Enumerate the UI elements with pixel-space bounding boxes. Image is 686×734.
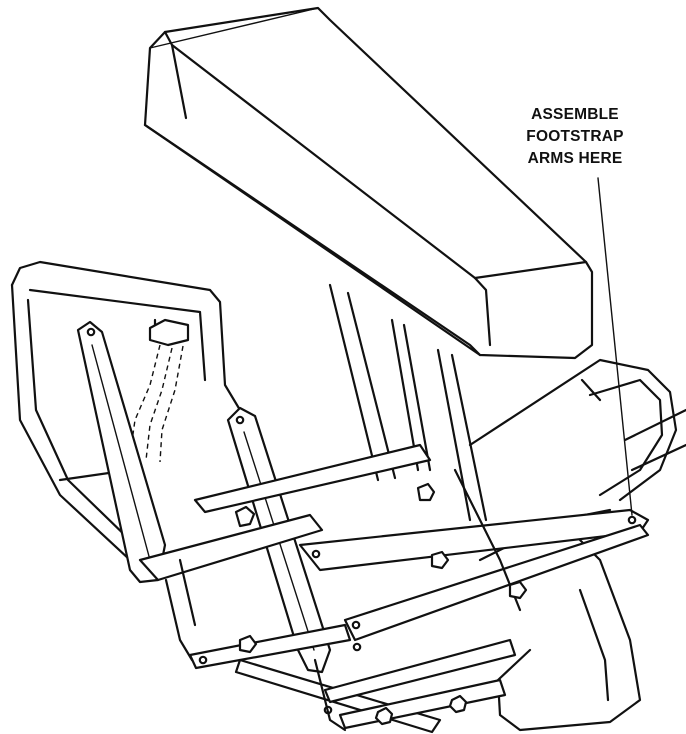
bolts-and-nuts [198, 482, 637, 726]
callout-line-1: ASSEMBLE [531, 106, 619, 123]
cross-bars [138, 443, 650, 734]
hidden-pad-dashed [129, 318, 190, 463]
leg-pad-frame [10, 260, 242, 562]
callout-label: ASSEMBLE FOOTSTRAP ARMS HERE [500, 104, 650, 170]
bench-pad [143, 6, 594, 360]
callout-line-2: FOOTSTRAP [526, 128, 624, 145]
callout-leader-line [597, 177, 633, 516]
left-footstrap-arm [76, 320, 167, 584]
callout-line-3: ARMS HERE [527, 150, 623, 167]
